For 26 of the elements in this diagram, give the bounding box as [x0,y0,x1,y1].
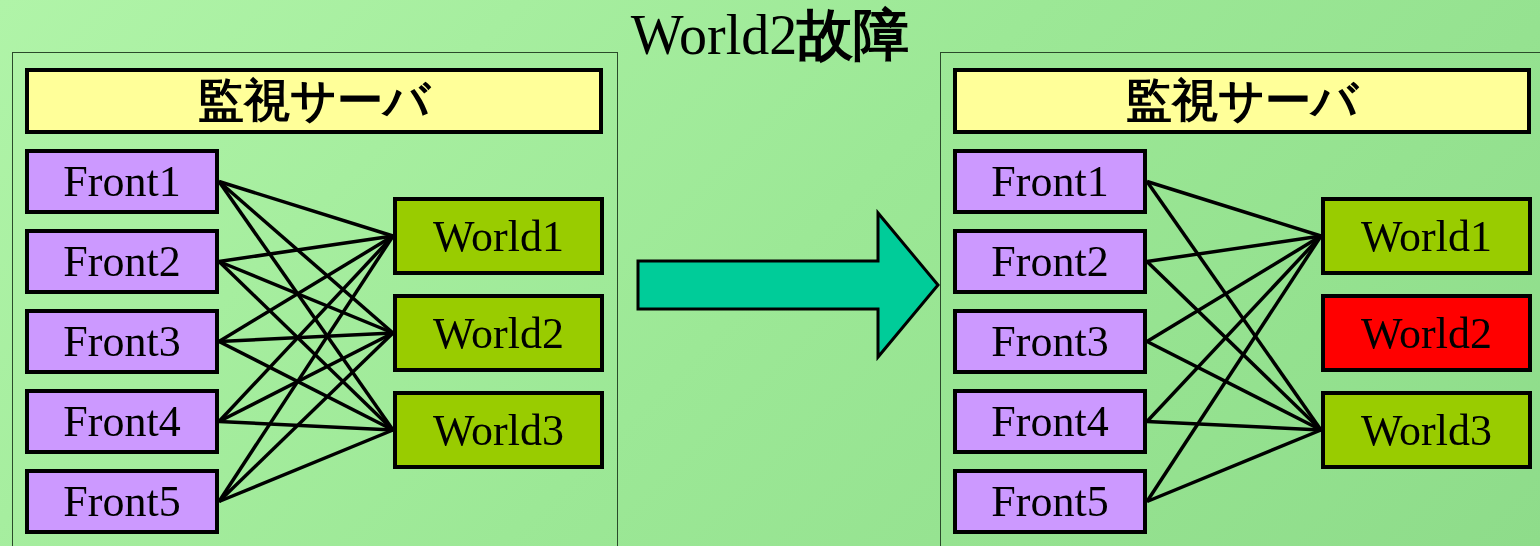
front-box: Front1 [953,149,1147,214]
world-box: World3 [393,391,604,469]
connector-line [1146,179,1322,238]
front-box: Front5 [953,469,1147,534]
front-box: Front2 [953,229,1147,294]
connector-line [218,179,394,238]
world-box: World1 [1321,197,1532,275]
front-box: Front1 [25,149,219,214]
front-box: Front4 [953,389,1147,454]
world-box: World2 [393,294,604,372]
front-box: Front3 [953,309,1147,374]
front-box: Front5 [25,469,219,534]
world-box: World1 [393,197,604,275]
title: World2故障 [630,3,910,68]
server-bar: 監視サーバ [953,68,1531,134]
connector-line [218,428,394,504]
failed-world-box: World2 [1321,294,1532,372]
block-arrow [636,208,940,362]
front-box: Front2 [25,229,219,294]
server-bar: 監視サーバ [25,68,603,134]
panel [12,52,618,546]
front-box: Front3 [25,309,219,374]
panel [940,52,1540,546]
front-box: Front4 [25,389,219,454]
connector-line [1146,428,1322,504]
world-box: World3 [1321,391,1532,469]
